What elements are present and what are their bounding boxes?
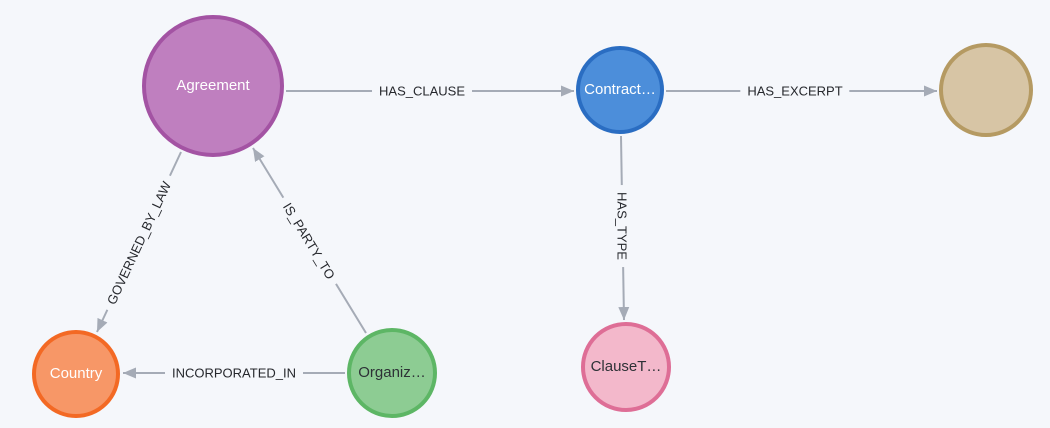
- edge-label-has-clause[interactable]: HAS_CLAUSE: [372, 82, 472, 100]
- node-country[interactable]: Country: [32, 330, 120, 418]
- node-label-country: Country: [49, 365, 103, 382]
- node-label-contract: Contract…: [584, 81, 656, 98]
- node-label-organization: Organiz…: [358, 364, 426, 381]
- node-label-clause-type: ClauseT…: [590, 358, 662, 375]
- edge-label-incorporated-in[interactable]: INCORPORATED_IN: [165, 364, 303, 382]
- node-organization[interactable]: Organiz…: [347, 328, 437, 418]
- node-clause-type[interactable]: ClauseT…: [581, 322, 671, 412]
- node-contract[interactable]: Contract…: [576, 46, 664, 134]
- node-excerpt[interactable]: [939, 43, 1033, 137]
- node-label-agreement: Agreement: [176, 77, 250, 94]
- edge-label-has-excerpt[interactable]: HAS_EXCERPT: [740, 82, 850, 100]
- node-agreement[interactable]: Agreement: [142, 15, 284, 157]
- edge-label-has-type[interactable]: HAS_TYPE: [613, 185, 631, 267]
